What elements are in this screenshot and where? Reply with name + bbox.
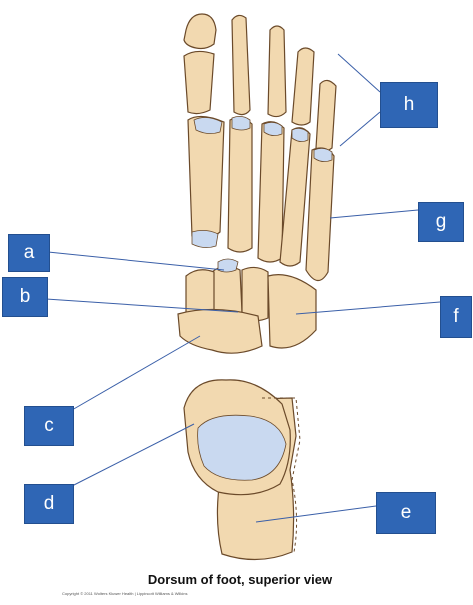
fourth-mt-head-cartilage: [291, 128, 309, 142]
first-mt-head-cartilage: [193, 117, 223, 134]
leader-line-d: [71, 423, 195, 487]
intermediate-cuneiform: [211, 265, 243, 316]
leader-line-h2: [339, 111, 381, 147]
second-metatarsal: [227, 117, 253, 253]
fifth-mt-head-cartilage: [313, 148, 333, 162]
label-g: g: [418, 202, 464, 242]
talar-trochlea-cartilage: [197, 414, 287, 481]
label-d: d: [24, 484, 74, 524]
first-metatarsal: [187, 115, 225, 240]
label-b: b: [2, 277, 48, 317]
leader-line-h1: [337, 53, 381, 93]
leader-line-b: [45, 298, 239, 313]
leader-line-f: [295, 301, 441, 315]
second-toe-phalanges: [231, 14, 251, 116]
navicular: [177, 308, 263, 354]
third-mt-head-cartilage: [263, 122, 283, 136]
leader-line-a: [47, 251, 225, 271]
intermediate-cuneiform-cartilage: [217, 258, 239, 273]
label-h: h: [380, 82, 438, 128]
hallux-proximal-phalanx: [183, 50, 215, 115]
second-mt-head-cartilage: [231, 116, 251, 131]
leader-line-c: [71, 335, 201, 411]
label-c: c: [24, 406, 74, 446]
hallux-distal-phalanx: [183, 13, 217, 50]
label-a: a: [8, 234, 50, 272]
fifth-toe-phalanges: [315, 79, 337, 152]
fifth-metatarsal: [305, 147, 335, 282]
fourth-toe-phalanges: [291, 47, 315, 126]
first-mt-base-cartilage: [191, 230, 219, 248]
leader-line-e: [255, 505, 377, 523]
leader-line-g: [329, 209, 419, 219]
copyright-notice: Copyright © 2011 Wolters Kluwer Health |…: [62, 591, 188, 596]
label-e: e: [376, 492, 436, 534]
third-metatarsal: [257, 121, 285, 263]
fourth-metatarsal: [279, 127, 311, 267]
figure-caption: Dorsum of foot, superior view: [147, 572, 333, 587]
label-f: f: [440, 296, 472, 338]
cuboid: [267, 274, 317, 349]
third-toe-phalanges: [267, 25, 287, 118]
